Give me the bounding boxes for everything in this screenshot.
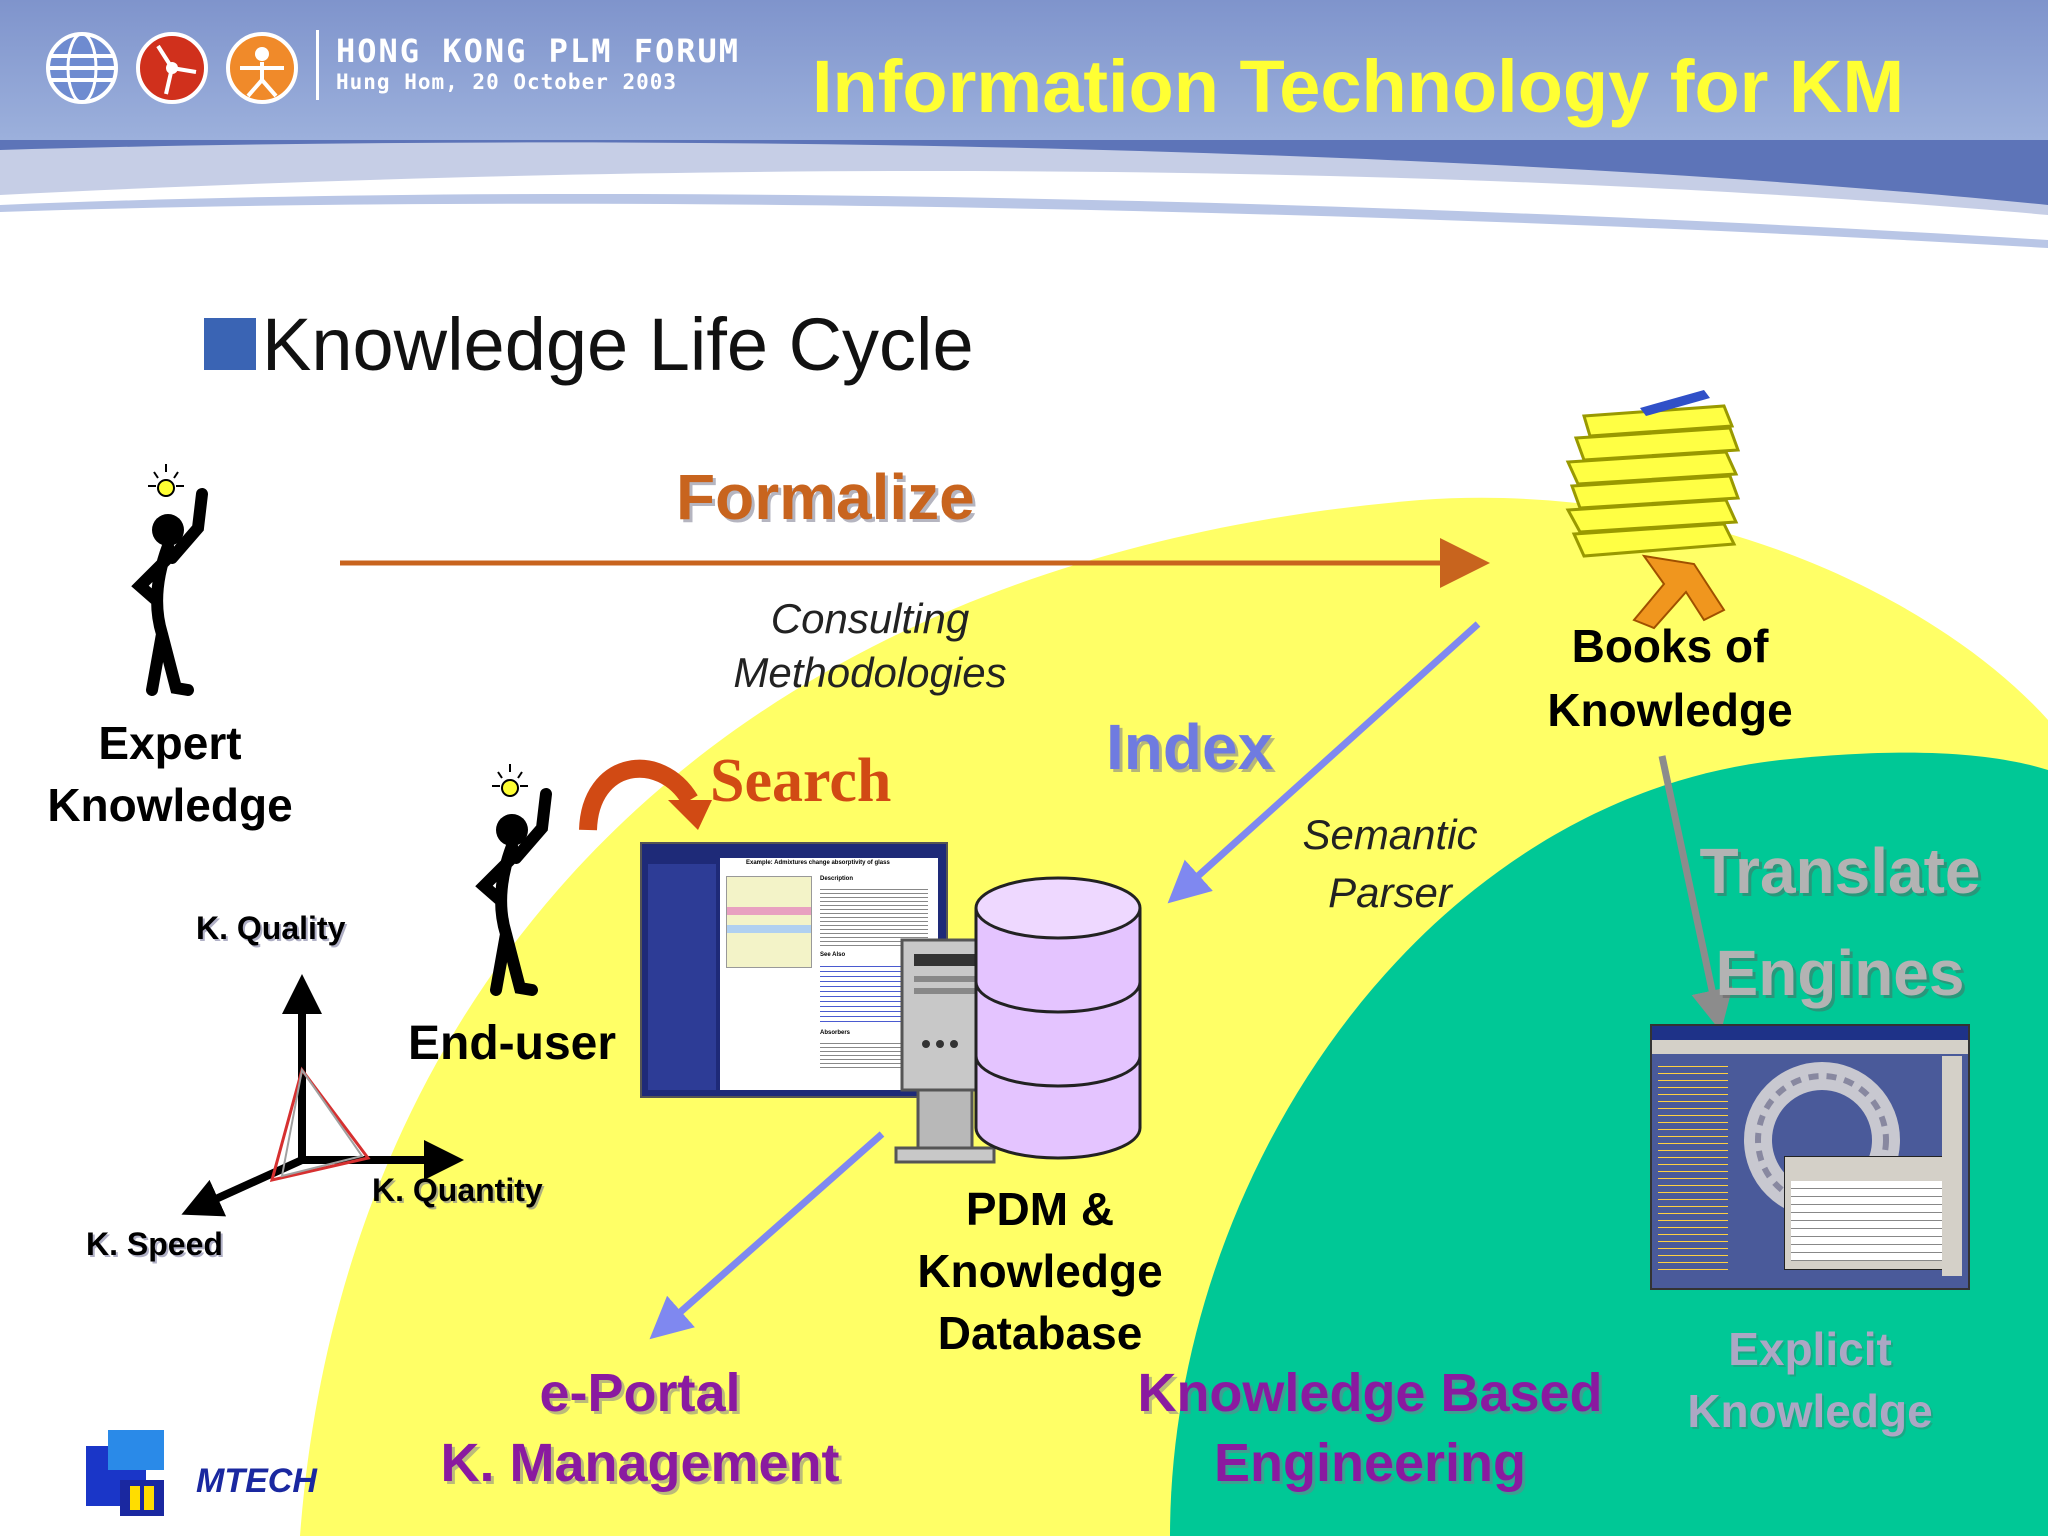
pdm-database-label: PDM & Knowledge Database (880, 1178, 1200, 1364)
person-icon (226, 32, 298, 104)
end-user-label: End-user (408, 1017, 617, 1070)
example-title: Example: Admixtures change absorptivity … (746, 860, 890, 866)
pdm-line-1: PDM & (965, 1183, 1115, 1235)
description-heading: Description (820, 876, 854, 882)
globe-icon (46, 32, 118, 104)
see-also-heading: See Also (820, 952, 846, 958)
green-region (1170, 752, 2048, 1536)
description-lines (820, 886, 928, 946)
pen-icon (1640, 390, 1710, 416)
pdm-line-2: Knowledge (917, 1245, 1163, 1297)
absorbers-heading: Absorbers (820, 1030, 851, 1036)
k-quantity-label: K. Quantity (372, 1172, 543, 1208)
consulting-line-2: Methodologies (733, 649, 1007, 696)
explicit-line-1: Explicit (1728, 1323, 1892, 1375)
k-quality-label: K. Quality (196, 910, 346, 946)
glass-diagram (726, 876, 812, 968)
kbe-label: Knowledge Based Engineering (1110, 1358, 1630, 1498)
kbe-line-1: Knowledge Based (1137, 1363, 1603, 1423)
search-curve-arrow-icon (579, 759, 712, 831)
cad-dialog (1784, 1156, 1960, 1270)
logo-divider (316, 30, 319, 100)
index-label: Index (1106, 711, 1274, 783)
eportal-line-1: e-Portal (539, 1363, 741, 1423)
eportal-label: e-Portal K. Management (410, 1358, 870, 1498)
k-speed-label: K. Speed (86, 1226, 223, 1262)
server-tower-icon (894, 938, 996, 1164)
red-triangle (269, 1066, 371, 1183)
expert-line-2: Knowledge (47, 779, 293, 831)
eportal-line-2: K. Management (440, 1433, 840, 1493)
formalize-label: Formalize (676, 461, 975, 533)
translate-engines-label: Translate Engines (1690, 820, 1990, 1024)
lightbulb-icon (501, 779, 519, 797)
mtech-logo-icon (86, 1430, 164, 1516)
search-label: Search (710, 747, 892, 815)
explicit-line-2: Knowledge (1687, 1385, 1933, 1437)
expert-knowledge-label: Expert Knowledge (20, 712, 320, 836)
semantic-line-1: Semantic (1302, 811, 1478, 858)
end-user-figure-icon (475, 764, 552, 996)
pdm-line-3: Database (937, 1307, 1143, 1359)
knowledge-axes-diagram (181, 974, 464, 1217)
lightbulb-icon (157, 479, 175, 497)
cad-screenshot (1650, 1024, 1970, 1290)
forum-logos (46, 32, 298, 104)
database-cylinder-icon (974, 876, 1142, 1160)
translate-arrow (1658, 755, 1733, 1032)
header-banner (0, 0, 2048, 260)
semantic-line-2: Parser (1328, 869, 1452, 916)
expert-figure-icon (131, 464, 208, 696)
index-arrow (1167, 621, 1481, 904)
explicit-knowledge-label: Explicit Knowledge (1640, 1318, 1980, 1442)
books-stack-icon (1565, 390, 1741, 630)
network-icon (136, 32, 208, 104)
slide-title: Information Technology for KM (812, 45, 1905, 128)
header-swoosh (0, 0, 2048, 260)
consulting-methodologies: Consulting Methodologies (700, 592, 1040, 700)
consulting-line-1: Consulting (770, 595, 970, 642)
semantic-parser: Semantic Parser (1280, 806, 1500, 922)
forum-subtitle: Hung Hom, 20 October 2003 (336, 70, 678, 94)
cad-titlebar (1652, 1026, 1968, 1040)
translate-line-2: Engines (1715, 937, 1965, 1009)
cad-tree (1658, 1060, 1728, 1270)
books-line-1: Books of (1571, 620, 1769, 672)
books-line-2: Knowledge (1547, 684, 1793, 736)
forum-title: HONG KONG PLM FORUM (336, 32, 741, 70)
expert-line-1: Expert (98, 717, 242, 769)
books-of-knowledge-label: Books of Knowledge (1520, 614, 1820, 742)
cad-table (1791, 1181, 1951, 1261)
gray-triangle (280, 1067, 364, 1178)
translate-line-1: Translate (1699, 835, 1981, 907)
cad-toolbar (1652, 1040, 1968, 1054)
bullet-heading: Knowledge Life Cycle (262, 303, 974, 386)
mtech-label: MTECH (196, 1462, 317, 1500)
kbe-line-2: Engineering (1213, 1433, 1527, 1493)
portal-sidebar (648, 864, 716, 1090)
portal-arrow (649, 1131, 885, 1340)
bullet-square (204, 318, 256, 370)
cad-right-toolbar (1942, 1056, 1962, 1276)
speed-axis (181, 1156, 304, 1217)
